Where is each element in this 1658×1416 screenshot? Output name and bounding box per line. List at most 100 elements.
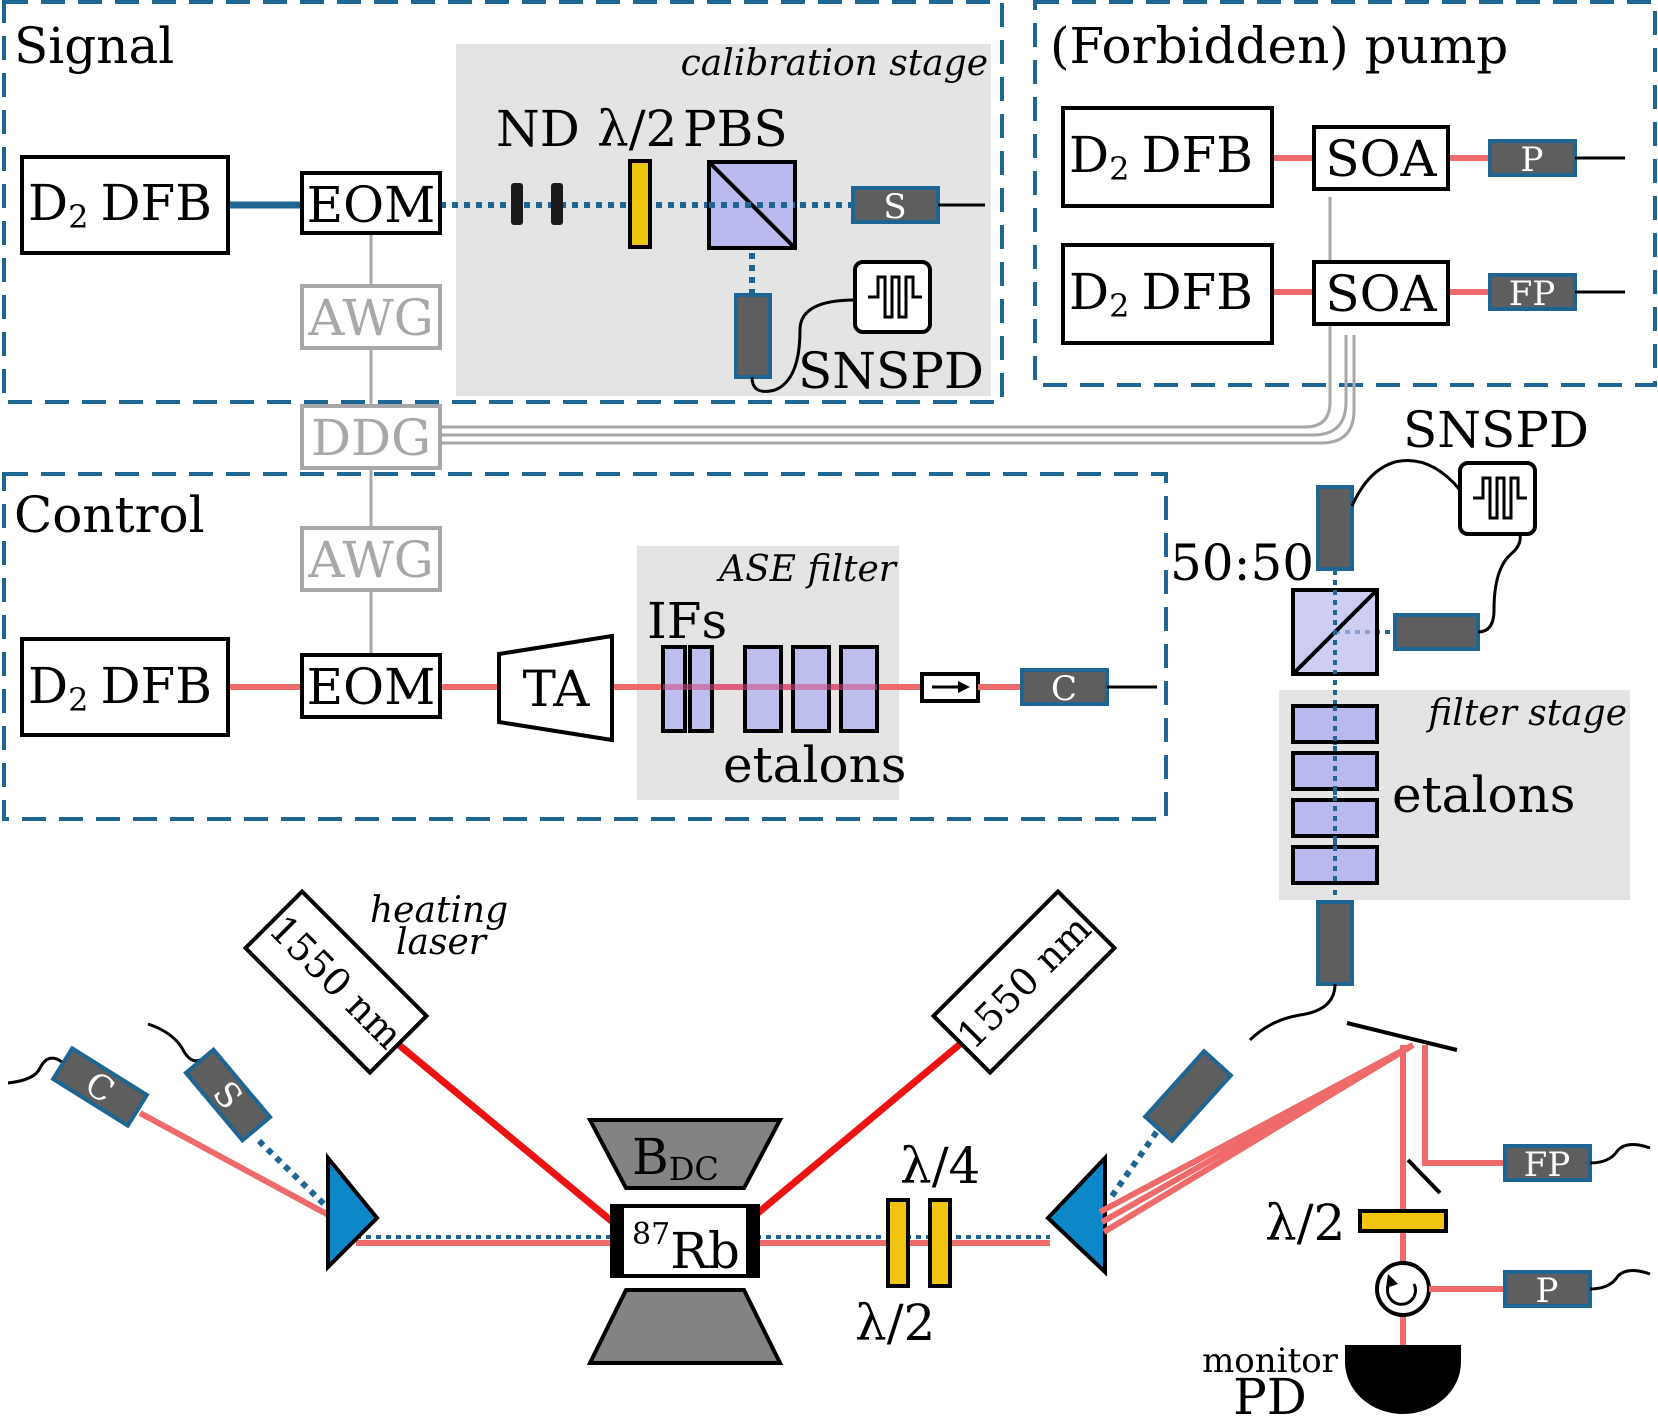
- ddg-box: DDG: [300, 404, 442, 470]
- svg-text:EOM: EOM: [307, 176, 436, 234]
- svg-text:FP: FP: [1524, 1145, 1570, 1185]
- optical-isolator: [920, 672, 980, 703]
- snspd-detector-calib: [853, 260, 932, 334]
- input-fiber-s: [147, 1022, 201, 1063]
- nd-filter-1: [511, 183, 523, 225]
- input-fiber-c: [7, 1056, 63, 1085]
- steering-mirror: [1346, 1021, 1458, 1052]
- input-coupler-s: S: [183, 1046, 273, 1144]
- half-wave-label-monitor: λ/2: [1265, 1194, 1345, 1252]
- svg-text:EOM: EOM: [307, 658, 436, 716]
- control-input-beam: [138, 1110, 336, 1221]
- detection-coupler-side: [1393, 613, 1480, 651]
- half-wave-label: λ/2: [597, 100, 677, 158]
- snspd-fiber-right-1: [1350, 459, 1462, 507]
- svg-text:SOA: SOA: [1325, 265, 1437, 323]
- filter-etalons-label: etalons: [1392, 766, 1575, 824]
- svg-text:C: C: [1051, 669, 1077, 709]
- prism-left: [326, 1152, 380, 1272]
- signal-coupler-s: S: [851, 186, 940, 227]
- signal-frame: [2, 0, 1004, 404]
- snspd-label-right: SNSPD: [1403, 401, 1589, 459]
- svg-text:DDG: DDG: [311, 409, 431, 467]
- heating-laser-label-1: heating: [370, 890, 508, 931]
- monitor-label: monitor: [1202, 1341, 1339, 1381]
- soa-2: SOA: [1312, 260, 1450, 326]
- half-waveplate-bottom: [886, 1198, 910, 1288]
- heating-beam-right: [719, 1037, 968, 1246]
- signal-title: Signal: [14, 17, 174, 75]
- half-wave-label-bottom: λ/2: [855, 1294, 935, 1352]
- svg-text:SOA: SOA: [1325, 130, 1437, 188]
- pbs-label: PBS: [683, 100, 788, 158]
- splitter-label: 50:50: [1170, 534, 1314, 592]
- snspd-coupler-calib: [734, 293, 772, 379]
- signal-half-waveplate: [628, 159, 652, 249]
- fp-fiber-bottom: [1589, 1143, 1651, 1165]
- control-frame: [2, 472, 1168, 821]
- ddg-soa-wire-2: [442, 335, 1348, 437]
- signal-eom: EOM: [300, 171, 442, 235]
- snspd-fiber-calib: [750, 298, 856, 393]
- control-coupler-c: C: [1020, 668, 1109, 709]
- pump-coupler-fp: FP: [1488, 273, 1577, 314]
- heating-beam-left: [390, 1037, 641, 1246]
- filter-stage-label: filter stage: [1425, 693, 1627, 734]
- svg-text:BDC: BDC: [632, 1128, 719, 1188]
- svg-text:AWG: AWG: [307, 531, 433, 589]
- ase-filter-label: ASE filter: [716, 549, 898, 590]
- quarter-wave-label: λ/4: [900, 1137, 980, 1195]
- pump-beam-to-mirror-3: [1102, 1042, 1415, 1235]
- ifs-label: IFs: [647, 592, 727, 650]
- pickoff-mirror: [1406, 1158, 1442, 1195]
- svg-text:P: P: [1521, 140, 1544, 180]
- p-fiber-bottom: [1589, 1269, 1651, 1291]
- awg-bottom: AWG: [300, 526, 442, 592]
- output-coupler: [1142, 1048, 1234, 1144]
- snspd-detector-right: [1458, 461, 1537, 536]
- nd-label: ND: [496, 100, 580, 158]
- control-eom: EOM: [300, 653, 442, 719]
- control-title: Control: [14, 486, 205, 544]
- rb87-cell: 87Rb: [610, 1204, 760, 1280]
- soa-1: SOA: [1312, 125, 1450, 191]
- signal-output-beam: [1109, 1128, 1161, 1198]
- heating-laser-label-2: laser: [396, 922, 488, 963]
- svg-text:S: S: [883, 187, 906, 227]
- signal-input-beam: [256, 1138, 329, 1209]
- detection-coupler-bottom: [1316, 900, 1354, 986]
- prism-right: [1045, 1152, 1107, 1277]
- ddg-soa-wire-1: [442, 197, 1332, 429]
- tapered-amplifier: TA: [497, 633, 614, 743]
- pump-coupler-p: P: [1488, 139, 1577, 180]
- input-coupler-c: C: [50, 1045, 150, 1129]
- p-coupler-bottom: P: [1503, 1270, 1592, 1311]
- svg-text:TA: TA: [523, 660, 591, 718]
- ase-etalons-label: etalons: [723, 736, 906, 794]
- half-waveplate-monitor: [1358, 1209, 1448, 1233]
- snspd-fiber-right-2: [1477, 534, 1522, 634]
- detection-coupler-top: [1316, 485, 1354, 571]
- svg-text:AWG: AWG: [307, 289, 433, 347]
- fp-coupler-bottom: FP: [1503, 1144, 1592, 1185]
- nd-filter-2: [551, 183, 563, 225]
- detection-fiber-lower: [1248, 983, 1337, 1042]
- optical-circulator: [1375, 1261, 1431, 1317]
- snspd-label-calib: SNSPD: [798, 342, 984, 400]
- svg-text:FP: FP: [1509, 274, 1555, 314]
- magnet-bottom: [586, 1288, 784, 1365]
- ddg-soa-wire-3: [442, 335, 1356, 445]
- fp-beam: [1422, 1045, 1505, 1166]
- awg-top: AWG: [300, 284, 442, 350]
- pump-title: (Forbidden) pump: [1050, 17, 1508, 75]
- magnet-bdc: BDC: [586, 1118, 784, 1190]
- quarter-waveplate-bottom: [928, 1198, 952, 1288]
